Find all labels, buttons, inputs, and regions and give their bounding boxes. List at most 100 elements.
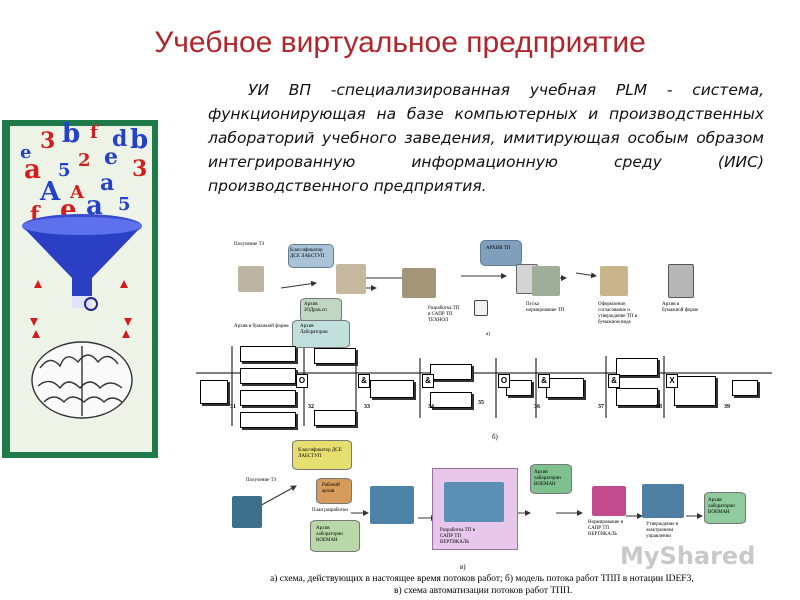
illustration-letter: 5 [58, 160, 71, 181]
node-work-archive: Рабочий архив [322, 483, 340, 494]
illustration-letter: A [69, 182, 85, 203]
idef-box-5 [314, 348, 356, 364]
idef-junction: & [538, 374, 550, 388]
illustration-letter: 2 [78, 150, 91, 171]
manager-icon [232, 496, 262, 528]
node-received-tz-2: Получение ТЗ [246, 478, 277, 483]
idef-number: 37 [598, 404, 604, 410]
watermark-text: MyShared [620, 542, 756, 570]
arch-tp-bubble [480, 240, 522, 266]
illustration-letter: b [130, 125, 148, 155]
node-development: Разработка ТП в САПР ТП ТЕХНОЛ [428, 306, 460, 323]
classifier-cylinder [292, 440, 352, 470]
funnel-brain-illustration: e3bfdb2ea53AAae5fa4c [2, 119, 158, 458]
idef-box-9 [430, 392, 472, 408]
illustration-letter: 5 [118, 194, 131, 215]
page-title: Учебное виртуальное предприятие [154, 26, 646, 59]
designer-icon [370, 486, 414, 524]
idef-box-4 [240, 412, 296, 428]
idef-box-10 [506, 380, 532, 396]
engineer-icon [336, 264, 366, 294]
node-archive-lab: Архив Лаборатории [300, 324, 328, 335]
formalizer-icon [600, 266, 628, 296]
label-a: а) [486, 332, 490, 337]
archive-final-cylinder [704, 492, 746, 524]
illustration-letter: 3 [132, 156, 147, 182]
idef-number: 38 [656, 404, 662, 410]
illustration-letter: 3 [40, 128, 55, 154]
idef-number: 32 [308, 404, 314, 410]
label-b: б) [492, 433, 498, 441]
idef-box-11 [546, 378, 584, 398]
idef-box-13 [616, 388, 658, 406]
idef-number: 35 [478, 400, 484, 406]
node-archive-scan: Архив ЗОДрхв.сп [304, 302, 327, 313]
illustration-letter: f [30, 202, 41, 228]
cabinet-icon [668, 264, 694, 298]
idef-box-8 [430, 364, 472, 380]
idef-box-1 [240, 346, 296, 362]
idef-box-14 [674, 376, 716, 406]
node-archive-trans: Архив лаборатории ВОЕМАН [534, 470, 561, 487]
archive-scan-cylinder [300, 298, 342, 322]
sapr-screen-icon [444, 482, 504, 522]
node-plan: План разработки [312, 508, 348, 513]
approver-icon-2 [642, 484, 684, 518]
idef-box-3 [240, 390, 296, 406]
idef-number: 39 [724, 404, 730, 410]
node-approve-2: Утверждение в электронном управлении [646, 522, 679, 539]
idef-junction: & [358, 374, 370, 388]
normer-icon [592, 486, 626, 516]
idef-junction: & [608, 374, 620, 388]
node-classifier: Классификатор ДСЕ ЛАБСТУП [290, 248, 325, 259]
idef-junction: O [498, 374, 510, 388]
idef-junction: & [422, 374, 434, 388]
node-archive-final: Архив лаборатории ВОЕМАН [708, 498, 735, 515]
diagram-caption-line1: а) схема, действующих в настоящее время … [270, 574, 694, 584]
node-norm: Нормирование в САПР ТП ВЕРТИКАЛЬ [588, 520, 624, 537]
idef-junction: X [666, 374, 678, 388]
idef-junction: O [296, 374, 308, 388]
description-text: УИ ВП -специализированная учебная PLM - … [208, 81, 764, 195]
idef-box-end [732, 380, 758, 396]
idef-number: 34 [428, 404, 434, 410]
archive-lab-cylinder-2 [310, 520, 360, 552]
node-approve: Пуска нормирование ТП [526, 302, 565, 313]
illustration-letter: e [104, 144, 118, 170]
approver-icon [532, 266, 560, 296]
idef-number: 31 [230, 404, 236, 410]
illustration-letter: a [86, 191, 103, 221]
classifier-bubble [288, 244, 334, 268]
workflow-diagram: Получение ТЗ Архив в бумажной форме Клас… [196, 228, 778, 600]
idef-box-12 [616, 358, 658, 376]
node-sapr: Разработка ТП в САПР ТП ВЕРТИКАЛЬ [440, 528, 475, 545]
illustration-letter: f [90, 122, 99, 143]
illustration-letter: e [20, 142, 31, 163]
work-archive-cylinder [316, 478, 352, 504]
illustration-letter: a [100, 170, 114, 196]
archive-lab-cylinder [292, 320, 350, 348]
idef-box-start [200, 380, 228, 404]
worker-icon [238, 266, 264, 292]
label-c: в) [460, 563, 466, 571]
diagram-caption-line2: в) схема автоматизации потоков работ ТПП… [394, 586, 573, 596]
idef-box-7 [370, 380, 414, 398]
node-received-tz: Получение ТЗ [234, 242, 265, 247]
node-archive-lab-2: Архив лаборатории ВОЕМАН [316, 526, 343, 543]
idef-box-6 [314, 410, 356, 426]
archive-trans-cylinder [530, 464, 572, 494]
document-icon [474, 300, 488, 316]
node-arch-tp: АРХИВ ТП [486, 246, 511, 251]
idef-box-2 [240, 368, 296, 384]
node-archive-paper: Архив в бумажной форме [234, 324, 289, 329]
illustration-letter: d [112, 126, 127, 152]
idef-number: 36 [534, 404, 540, 410]
illustration-letter: b [62, 119, 80, 149]
idef-number: 33 [364, 404, 370, 410]
illustration-letter: A [39, 177, 61, 207]
node-archive-form: Архив в бумажной форме [662, 302, 699, 313]
illustration-letter: a [24, 155, 41, 185]
desk-icon [402, 268, 436, 298]
node-formalize: Оформление, согласование и утверждение Т… [598, 302, 638, 325]
node-classifier-2: Классификатор ДСЕ ЛАБСТУП [298, 448, 342, 459]
